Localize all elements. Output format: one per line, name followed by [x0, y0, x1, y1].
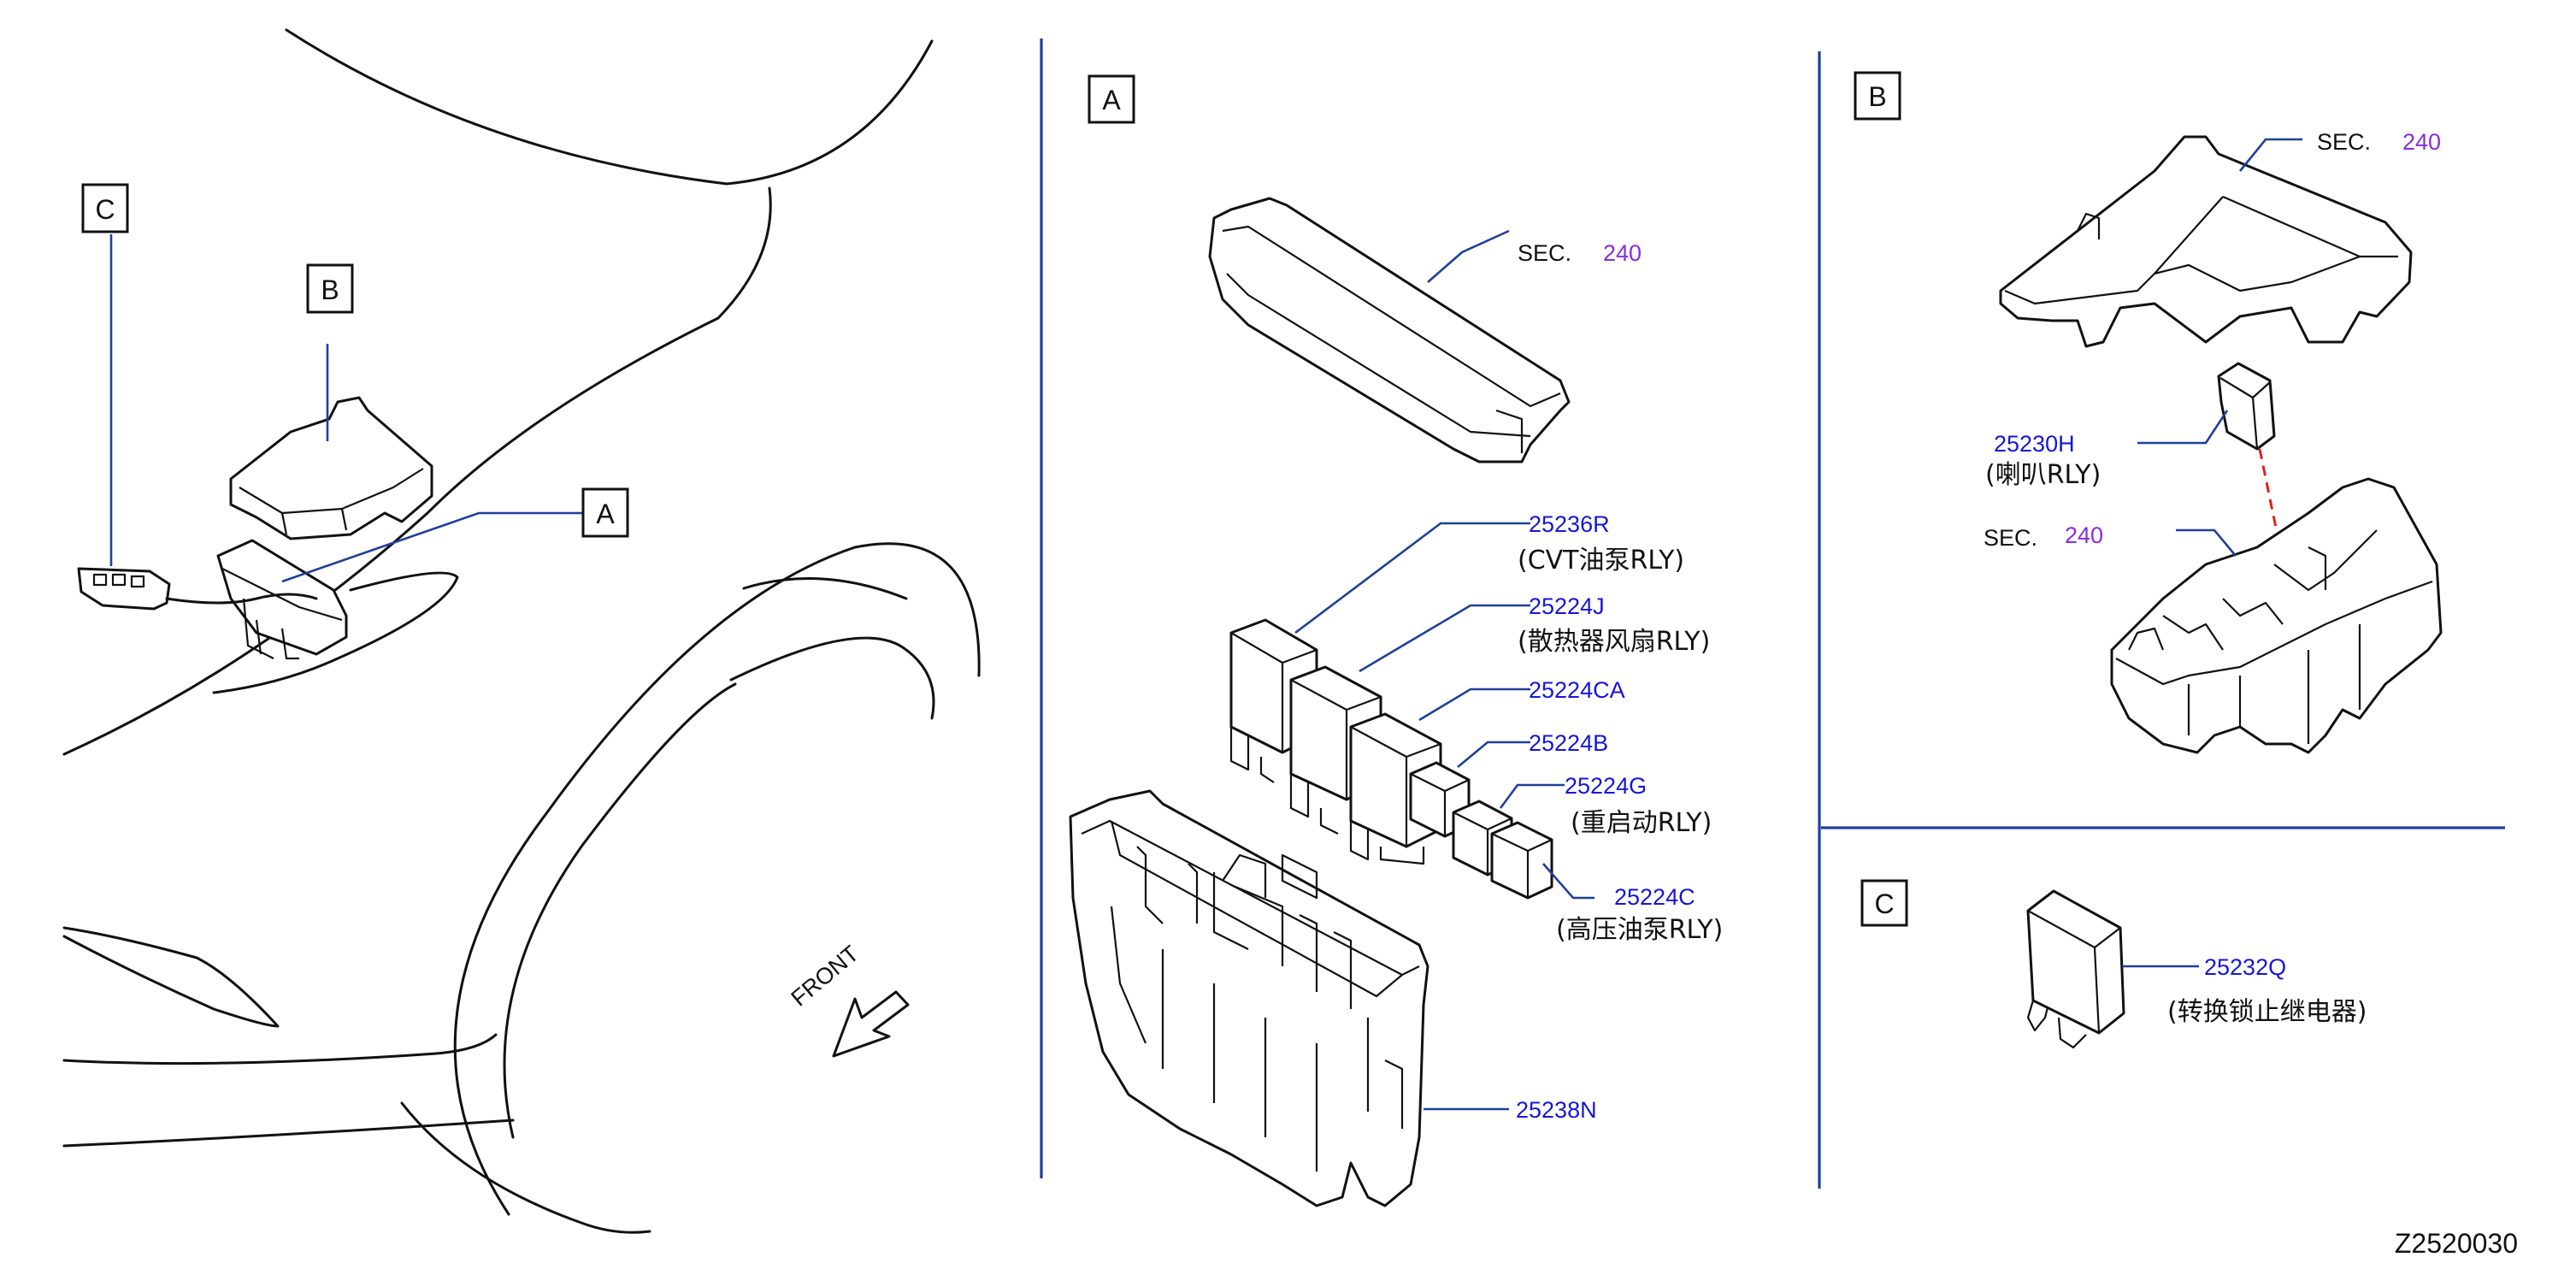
- a-block-part: 25238N: [1516, 1097, 1597, 1123]
- wheel-arch-inner: [503, 682, 737, 1139]
- a-relay-4-part: 25224B: [1529, 730, 1608, 756]
- panel-b-label: B: [1868, 81, 1886, 112]
- leader-overview-a: [281, 511, 588, 583]
- a-cover-sec: SEC.: [1518, 240, 1571, 266]
- panel-b-fuse-block: [2110, 477, 2443, 754]
- headlight-outline: [212, 571, 459, 694]
- fender-line: [62, 316, 720, 756]
- leader-a-relay-4: [1457, 741, 1530, 769]
- figure-id: Z2520030: [2395, 1228, 2518, 1259]
- bumper-corner: [400, 1101, 651, 1234]
- panel-c-relay: [2026, 889, 2125, 1049]
- panel-c-label-box: [1860, 879, 1908, 927]
- leader-a-relay-1: [1294, 522, 1530, 634]
- hood-edge-line: [725, 39, 934, 186]
- panel-c: C 25232Q (转换锁止继电器): [1860, 879, 2367, 1049]
- overview-label-c: C: [95, 194, 115, 225]
- panel-b-cover: [1999, 135, 2413, 348]
- c-relay-desc: (转换锁止继电器): [2167, 997, 2367, 1027]
- wheel-arch-outer: [453, 542, 981, 1216]
- panel-a-fuse-block: [1069, 789, 1429, 1207]
- bumper-line: [62, 1033, 498, 1065]
- overview-block-a: [216, 539, 348, 660]
- hood-crease: [716, 186, 772, 320]
- leader-a-cover: [1427, 229, 1510, 283]
- panel-b: B SEC. 240 25230H (: [1854, 71, 2443, 754]
- wheel-arch-lip: [729, 636, 935, 720]
- leader-b-cover: [2238, 138, 2302, 172]
- leader-a-relay-5: [1499, 783, 1565, 809]
- a-relay-1-desc: (CVT油泵RLY): [1518, 546, 1684, 575]
- a-relay-5-desc: (重启动RLY): [1571, 808, 1712, 838]
- leader-a-relay-6: [1542, 863, 1595, 900]
- bumper-lower-line: [62, 1118, 515, 1148]
- panel-a-label-box: [1088, 74, 1135, 124]
- wheel-arch-top: [742, 576, 908, 600]
- leader-a-relay-3: [1418, 688, 1530, 722]
- c-relay-part: 25232Q: [2204, 954, 2286, 980]
- b-horn-relay-part: 25230H: [1994, 431, 2075, 457]
- overview-label-c-box: [81, 183, 129, 233]
- vehicle-overview: C B A FRONT: [62, 28, 981, 1234]
- front-arrow-icon: [832, 990, 910, 1058]
- panel-c-label: C: [1874, 888, 1894, 919]
- leader-b-block: [2176, 528, 2237, 557]
- a-relay-5-part: 25224G: [1565, 773, 1647, 799]
- hood-top-line: [285, 28, 728, 186]
- front-text: FRONT: [787, 941, 864, 1012]
- a-relay-2-part: 25224J: [1529, 593, 1605, 619]
- a-relay-3-part: 25224CA: [1529, 677, 1625, 703]
- fog-lamp-outline: [62, 926, 280, 1028]
- a-cover-sec-num: 240: [1603, 240, 1642, 266]
- panel-a-relay-6: [1490, 821, 1553, 900]
- leader-b-horn-relay: [2137, 410, 2229, 445]
- b-cover-sec-num: 240: [2402, 129, 2441, 155]
- panel-a-cover: [1208, 197, 1571, 463]
- b-horn-relay-desc: (喇叭RLY): [1985, 460, 2101, 490]
- a-relay-6-desc: (高压油泵RLY): [1556, 915, 1723, 945]
- panel-a-label: A: [1102, 85, 1121, 115]
- a-relay-1-part: 25236R: [1529, 511, 1610, 537]
- panel-b-label-box: [1854, 71, 1901, 121]
- b-block-sec-num: 240: [2065, 522, 2103, 548]
- panel-b-horn-relay: [2217, 362, 2276, 451]
- panel-a: A: [1069, 74, 1723, 1207]
- overview-label-a-box: [581, 487, 629, 538]
- b-cover-sec: SEC.: [2317, 129, 2371, 155]
- leader-a-relay-2: [1359, 604, 1530, 673]
- overview-label-b: B: [321, 274, 339, 305]
- a-relay-2-desc: (散热器风扇RLY): [1518, 627, 1710, 657]
- overview-label-a: A: [596, 499, 615, 529]
- overview-block-b: [229, 396, 433, 540]
- b-block-sec: SEC.: [1984, 525, 2037, 551]
- overview-label-b-box: [306, 263, 354, 314]
- a-relay-6-part: 25224C: [1614, 884, 1695, 910]
- overview-relay-c: [77, 567, 318, 611]
